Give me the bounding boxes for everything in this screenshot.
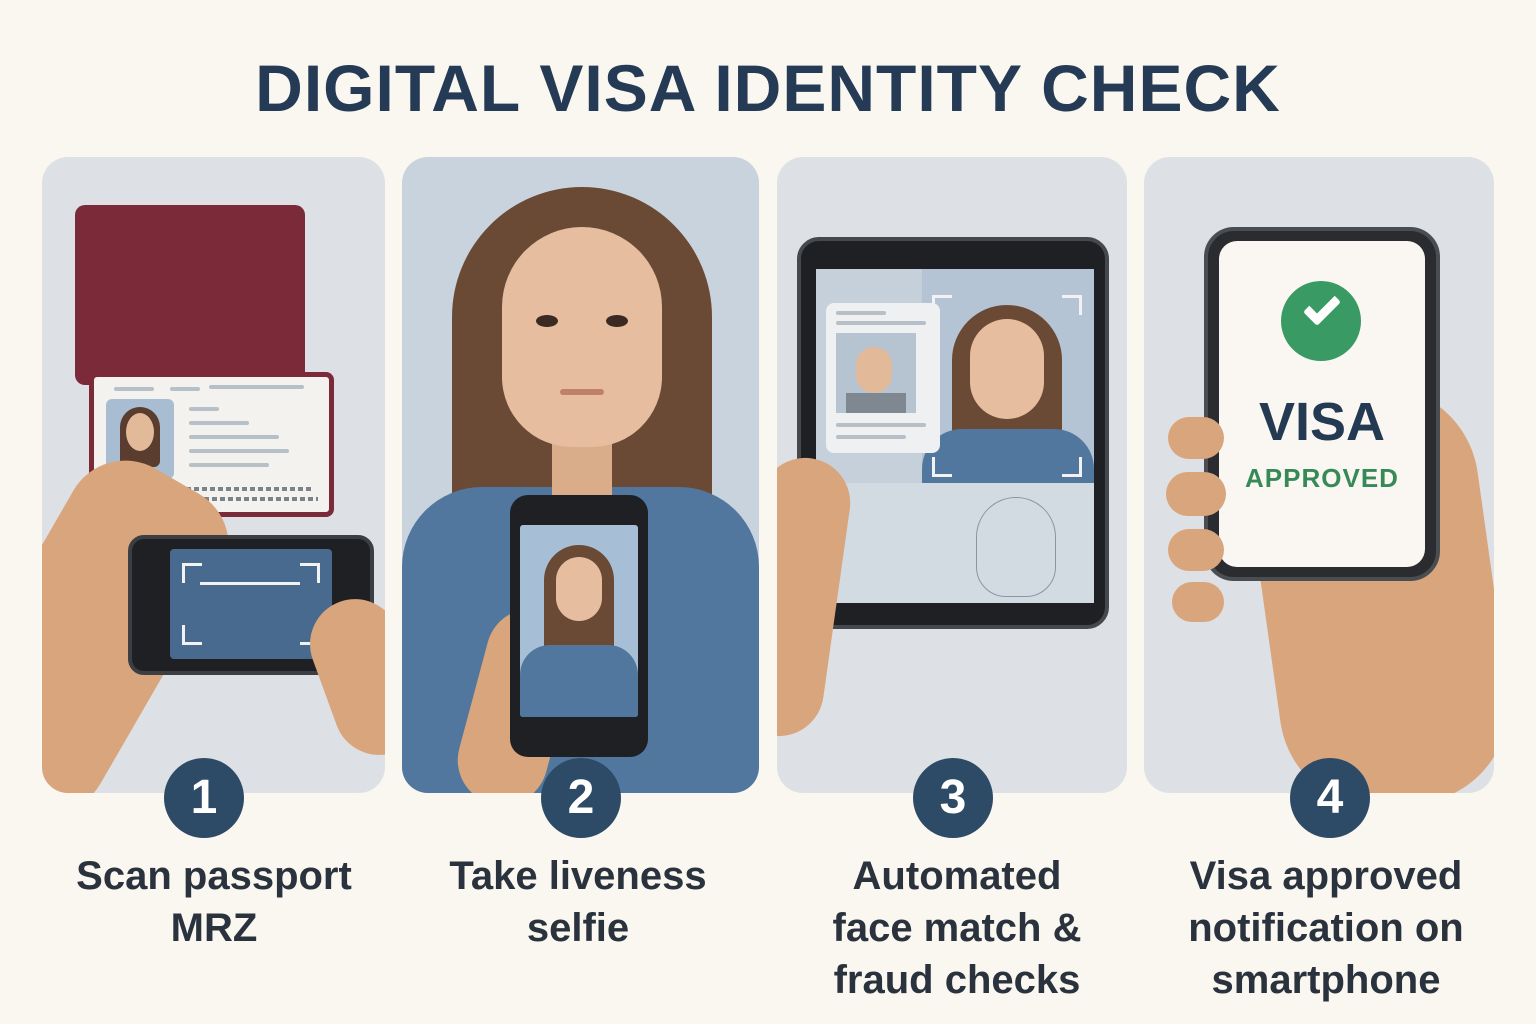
- face-frame-corner: [1062, 295, 1082, 315]
- id-document: [826, 303, 940, 453]
- step-1-badge: 1: [164, 758, 244, 838]
- caption-line: Automated: [852, 854, 1062, 898]
- step-2-illustration: [402, 157, 759, 793]
- text-line: [189, 435, 279, 439]
- eye: [606, 315, 628, 327]
- page-title: DIGITAL VISA IDENTITY CHECK: [255, 51, 1281, 125]
- text-line: [189, 421, 249, 425]
- text-line: [836, 321, 926, 325]
- step-1-caption: Scan passport MRZ: [44, 850, 384, 954]
- finger: [1168, 529, 1224, 571]
- text-line: [836, 435, 906, 439]
- face-outline: [976, 497, 1056, 597]
- selfie-phone: [510, 495, 648, 757]
- step-3-caption: Automated face match & fraud checks: [787, 850, 1127, 1006]
- mrz-line: [108, 497, 318, 501]
- caption-line: smartphone: [1211, 958, 1441, 1002]
- approved-status: APPROVED: [1245, 463, 1399, 493]
- text-line: [114, 387, 154, 391]
- tablet-screen: [816, 269, 1094, 603]
- caption-line: selfie: [526, 906, 630, 950]
- smartphone-screen: VISA APPROVED: [1219, 241, 1425, 567]
- step-4-badge: 4: [1290, 758, 1370, 838]
- caption-line: fraud checks: [833, 958, 1081, 1002]
- finger: [1172, 582, 1224, 622]
- finger: [1168, 417, 1224, 459]
- finger: [1166, 472, 1226, 516]
- passport-cover: [75, 205, 305, 385]
- face: [502, 227, 662, 447]
- text-line: [189, 449, 289, 453]
- step-4-illustration: VISA APPROVED: [1144, 157, 1494, 793]
- id-shirt: [846, 393, 906, 413]
- face-frame-corner: [1062, 457, 1082, 477]
- text-line: [189, 463, 269, 467]
- id-face: [856, 347, 892, 393]
- checkmark-icon: [1302, 287, 1342, 327]
- scan-frame-corner: [300, 563, 320, 583]
- caption-line: face match &: [832, 906, 1082, 950]
- scan-frame-corner: [182, 563, 202, 583]
- text-line: [209, 385, 304, 389]
- live-shirt: [922, 429, 1094, 489]
- check-circle-icon: [1281, 281, 1361, 361]
- preview-shirt: [520, 645, 638, 717]
- mrz-line: [114, 487, 314, 491]
- live-face: [970, 319, 1044, 419]
- face-mesh-analysis: [816, 483, 1094, 603]
- text-line: [836, 311, 886, 315]
- text-line: [189, 407, 219, 411]
- visa-headline: VISA: [1258, 392, 1386, 452]
- scan-frame-corner: [182, 625, 202, 645]
- id-photo: [836, 333, 916, 413]
- live-face-capture: [922, 269, 1094, 489]
- scan-line: [200, 582, 300, 585]
- caption-line: notification on: [1188, 906, 1464, 950]
- text-line: [170, 387, 200, 391]
- eye: [536, 315, 558, 327]
- step-1-illustration: [42, 157, 385, 793]
- mouth: [560, 389, 604, 395]
- step-4-caption: Visa approved notification on smartphone: [1156, 850, 1496, 1006]
- step-2-caption: Take liveness selfie: [408, 850, 748, 954]
- face-frame-corner: [932, 457, 952, 477]
- step-3-badge: 3: [913, 758, 993, 838]
- scanner-screen: [170, 549, 332, 659]
- step-3-illustration: [777, 157, 1127, 793]
- smartphone: VISA APPROVED: [1204, 227, 1440, 581]
- caption-line: Visa approved: [1189, 854, 1463, 898]
- text-line: [836, 423, 926, 427]
- photo-face: [126, 413, 154, 451]
- caption-line: Scan passport: [76, 854, 352, 898]
- step-2-badge: 2: [541, 758, 621, 838]
- preview-face: [556, 557, 602, 621]
- tablet: [797, 237, 1109, 629]
- selfie-preview: [520, 525, 638, 717]
- caption-line: MRZ: [170, 906, 258, 950]
- caption-line: Take liveness: [449, 854, 707, 898]
